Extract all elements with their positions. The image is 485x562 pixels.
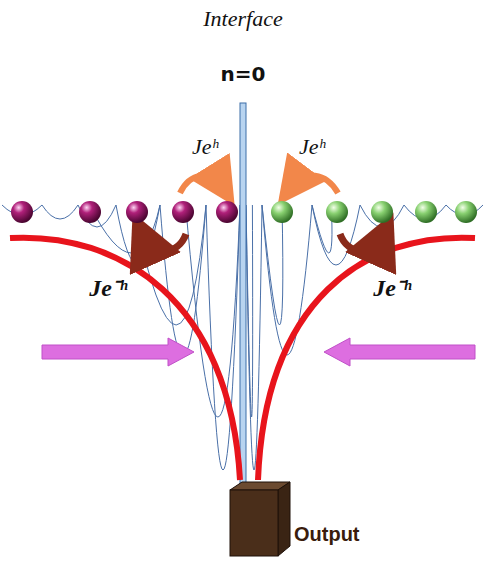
hop-arrow bbox=[292, 175, 338, 193]
particle bbox=[216, 201, 238, 223]
rate-label: Jeʰ bbox=[299, 136, 325, 158]
hop-arrow bbox=[144, 234, 186, 251]
heading-label: Interface bbox=[203, 8, 282, 30]
potential-well bbox=[132, 205, 206, 325]
particle bbox=[79, 201, 101, 223]
particle bbox=[172, 201, 194, 223]
rate-label: Jeʰ bbox=[192, 136, 218, 158]
push-arrow bbox=[324, 338, 475, 366]
heading-label: n=0 bbox=[221, 64, 266, 84]
node-label: Output bbox=[294, 524, 360, 544]
push-arrow bbox=[42, 338, 194, 366]
particle bbox=[455, 201, 477, 223]
rate-label: Je⁻ʰ bbox=[89, 276, 127, 300]
potential-well bbox=[262, 205, 312, 355]
particle bbox=[11, 201, 33, 223]
particle bbox=[126, 201, 148, 223]
rate-label: Je⁻ʰ bbox=[373, 276, 411, 300]
band-curve bbox=[258, 238, 475, 480]
potential-well bbox=[42, 205, 78, 219]
particle bbox=[326, 201, 348, 223]
potential-well bbox=[246, 205, 253, 417]
interface-bar bbox=[240, 103, 246, 483]
particle bbox=[415, 201, 437, 223]
hop-arrow bbox=[180, 175, 222, 193]
particle bbox=[371, 201, 393, 223]
hop-arrow bbox=[340, 234, 382, 251]
particle bbox=[271, 201, 293, 223]
output-box: Output bbox=[228, 480, 292, 558]
potential-well bbox=[186, 205, 240, 417]
band-curve bbox=[10, 238, 240, 480]
box-shape bbox=[228, 480, 292, 558]
potential-well bbox=[262, 205, 283, 325]
